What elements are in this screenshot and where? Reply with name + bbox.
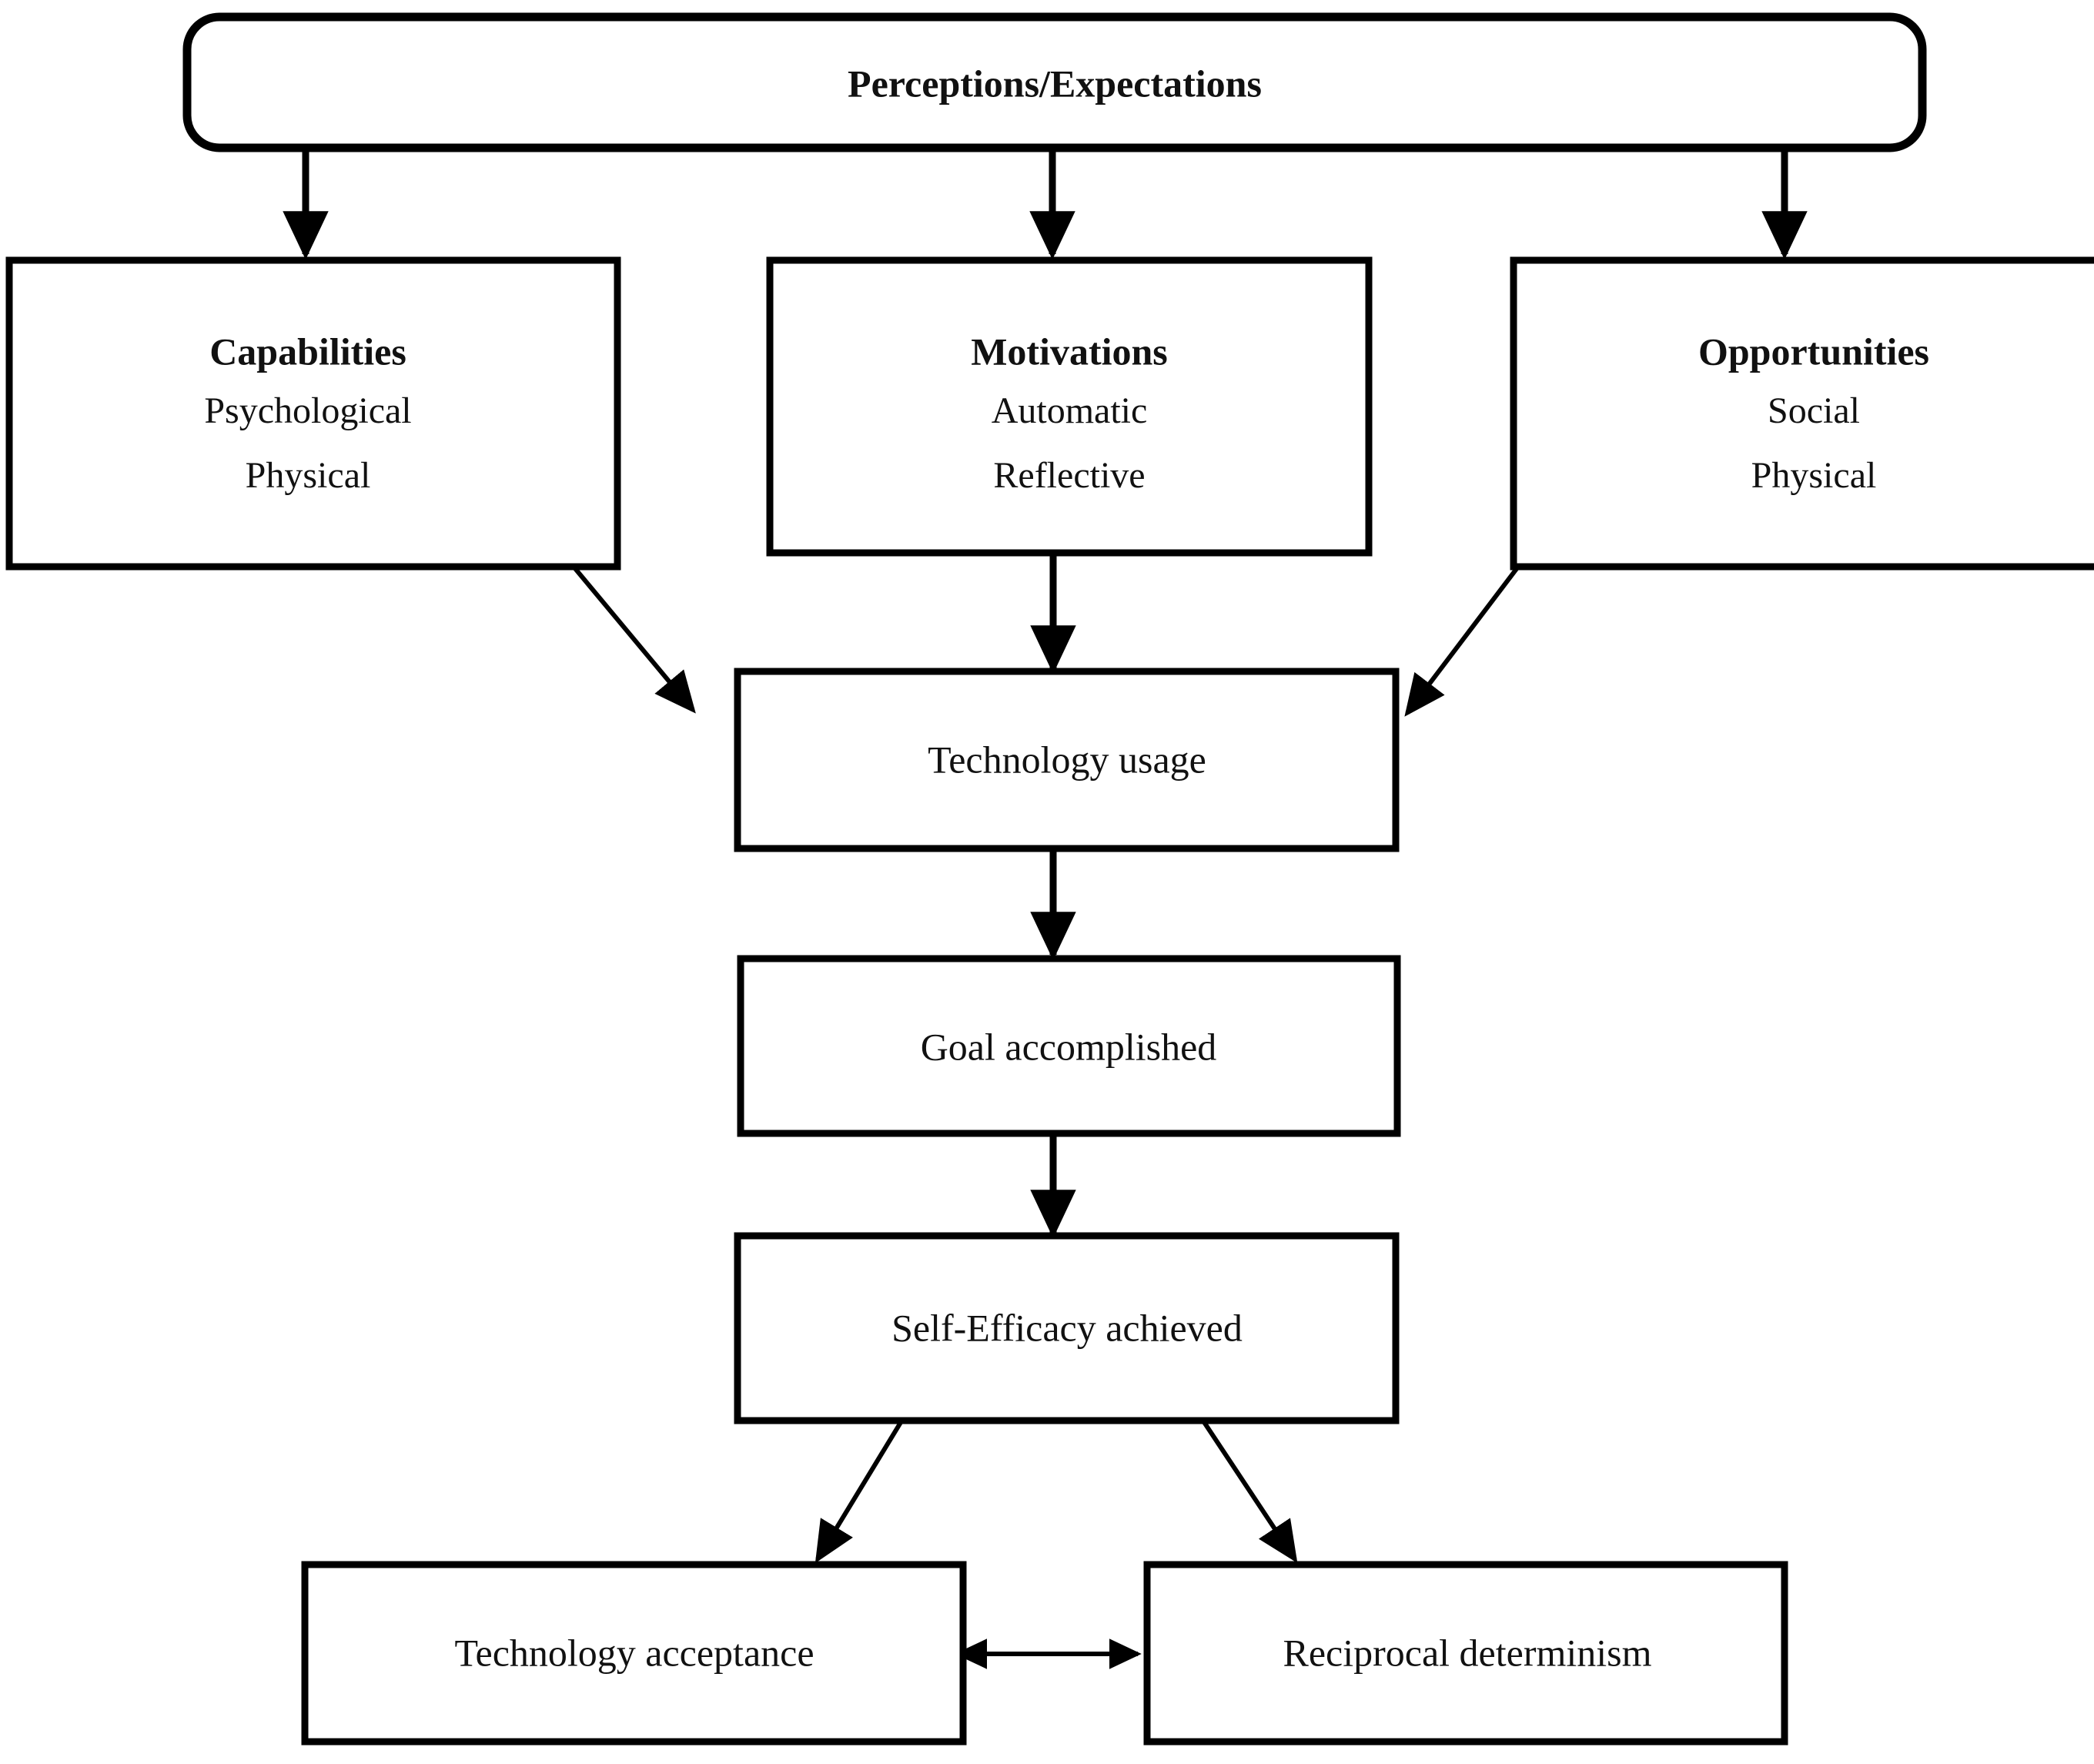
node-reciprocal-determinism-box bbox=[1143, 1561, 1788, 1746]
edge-self-efficacy-to-reciprocal-determinism bbox=[1200, 1418, 1298, 1564]
node-perceptions-box bbox=[182, 12, 1927, 152]
node-perceptions-label: Perceptions/Expectations bbox=[848, 62, 1262, 105]
node-opportunities-heading: Opportunities bbox=[1698, 330, 1929, 373]
edge-self-efficacy-to-technology-acceptance bbox=[815, 1418, 905, 1564]
node-self-efficacy[interactable]: Self-Efficacy achieved bbox=[734, 1232, 1400, 1424]
node-opportunities-line-2: Social bbox=[1768, 390, 1860, 431]
node-technology-usage-label: Technology usage bbox=[928, 738, 1206, 781]
node-perceptions-expectations[interactable]: Perceptions/Expectations bbox=[182, 12, 1927, 152]
node-capabilities-line-2: Psychological bbox=[204, 390, 411, 431]
node-capabilities-box bbox=[5, 256, 621, 571]
node-technology-acceptance-box bbox=[301, 1561, 967, 1746]
node-goal-accomplished-label: Goal accomplished bbox=[921, 1025, 1217, 1068]
node-self-efficacy-box bbox=[734, 1232, 1400, 1424]
node-technology-acceptance[interactable]: Technology acceptance bbox=[301, 1561, 967, 1746]
edge-opportunities-to-technology-usage bbox=[1404, 565, 1520, 717]
node-technology-acceptance-label: Technology acceptance bbox=[454, 1631, 814, 1674]
node-capabilities-heading: Capabilities bbox=[209, 330, 406, 373]
node-opportunities-box bbox=[1510, 256, 2094, 571]
node-motivations-heading: Motivations bbox=[971, 330, 1168, 373]
node-motivations-line-2: Automatic bbox=[992, 390, 1148, 431]
node-opportunities[interactable]: Opportunities Social Physical bbox=[1510, 256, 2094, 571]
node-motivations-box bbox=[766, 256, 1373, 557]
node-self-efficacy-label: Self-Efficacy achieved bbox=[891, 1306, 1243, 1349]
node-capabilities[interactable]: Capabilities Psychological Physical bbox=[5, 256, 621, 571]
node-opportunities-line-3: Physical bbox=[1751, 455, 1877, 496]
node-technology-usage-box bbox=[734, 668, 1400, 852]
node-motivations[interactable]: Motivations Automatic Reflective bbox=[766, 256, 1373, 557]
node-capabilities-line-3: Physical bbox=[246, 455, 371, 496]
node-reciprocal-determinism-label: Reciprocal determinism bbox=[1283, 1631, 1651, 1674]
node-reciprocal-determinism[interactable]: Reciprocal determinism bbox=[1143, 1561, 1788, 1746]
node-goal-accomplished-box bbox=[737, 955, 1401, 1137]
node-goal-accomplished[interactable]: Goal accomplished bbox=[737, 955, 1401, 1137]
node-motivations-line-3: Reflective bbox=[993, 455, 1145, 496]
edge-capabilities-to-technology-usage bbox=[571, 565, 696, 714]
node-technology-usage[interactable]: Technology usage bbox=[734, 668, 1400, 852]
